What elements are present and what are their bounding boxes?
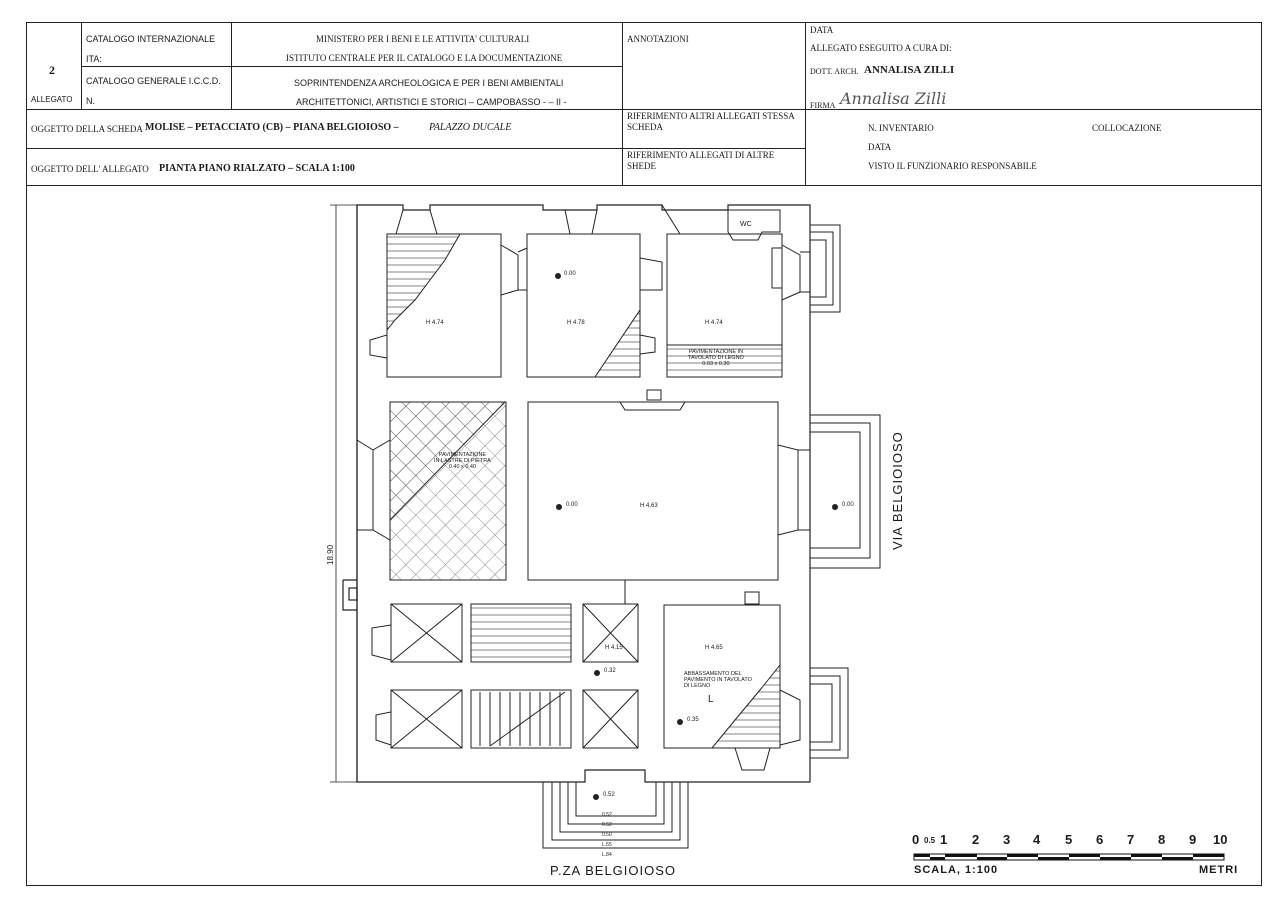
- scale-tick-4: 4: [1033, 832, 1041, 847]
- signature: Annalisa Zilli: [840, 89, 947, 108]
- scale-unit: METRI: [1199, 864, 1239, 876]
- scale-tick-10: 10: [1213, 832, 1228, 847]
- dott-arch: DOTT. ARCH.: [810, 67, 859, 76]
- step-4: L.55: [602, 842, 612, 848]
- room-6: [371, 579, 639, 749]
- level-032: 0.32: [604, 668, 616, 674]
- rif-allegati-cell: RIFERIMENTO ALLEGATI DI ALTRE SHEDE: [622, 148, 806, 186]
- room-height-6: H 4.65: [705, 645, 723, 651]
- level-0-room2: 0.00: [564, 271, 576, 277]
- room-height-4: H 4.63: [640, 503, 658, 509]
- scale-tick-8: 8: [1158, 832, 1166, 847]
- annotazioni-label: ANNOTAZIONI: [627, 34, 689, 44]
- level-052: 0.52: [603, 792, 615, 798]
- room-height-1: H 4.74: [426, 320, 444, 326]
- rif-allegati-line-1: RIFERIMENTO ALLEGATI DI ALTRE: [627, 150, 775, 160]
- wc-label: WC: [740, 221, 752, 228]
- level-markers: [555, 273, 838, 800]
- step-2: 0.52: [602, 822, 612, 828]
- step-1: 0.52: [602, 812, 612, 818]
- oggetto-scheda-italic: PALAZZO DUCALE: [429, 122, 512, 133]
- ita-label: ITA:: [86, 54, 102, 64]
- letter-l: L: [708, 694, 714, 705]
- ministero-text: MINISTERO PER I BENI E LE ATTIVITA' CULT…: [316, 34, 530, 44]
- room-1: [369, 209, 519, 378]
- cat-int-label: CATALOGO INTERNAZIONALE: [86, 34, 216, 44]
- overall-dimension: 18.90: [326, 544, 335, 565]
- oggetto-scheda-label: OGGETTO DELLA SCHEDA: [31, 124, 143, 134]
- dimension-line: [330, 204, 357, 783]
- scale-label: SCALA, 1:100: [914, 864, 999, 876]
- scale-tick-1: 1: [940, 832, 948, 847]
- outer-walls: [342, 204, 811, 783]
- oggetto-allegato-value: PIANTA PIANO RIALZATO – SCALA 1:100: [159, 163, 355, 174]
- rif-altri-line-1: RIFERIMENTO ALTRI ALLEGATI STESSA: [627, 111, 795, 121]
- note-abb-line-1: ABBASSAMENTO DEL: [684, 671, 742, 677]
- note-pietra: PAVIMENTAZIONE IN LASTRE DI PIETRA 0.40 …: [434, 452, 491, 470]
- entrance-steps: [542, 782, 689, 849]
- note-pietra-line-1: PAVIMENTAZIONE: [438, 452, 487, 458]
- n-label: N.: [86, 96, 95, 106]
- scale-tick-05: 0.5: [924, 836, 936, 845]
- scale-tick-9: 9: [1189, 832, 1197, 847]
- step-5: L.84: [602, 852, 612, 858]
- square-label: P.ZA BELGIOIOSO: [550, 863, 677, 878]
- room-height-2: H 4.78: [567, 320, 585, 326]
- soprintendenza-line-2: ARCHITETTONICI, ARTISTICI E STORICI – CA…: [296, 97, 567, 107]
- note-legno-line-1: PAVIMENTAZIONE IN: [688, 349, 744, 355]
- room-height-3: H 4.74: [705, 320, 723, 326]
- visto-label: VISTO IL FUNZIONARIO RESPONSABILE: [868, 161, 1037, 171]
- note-abb-line-3: DI LEGNO: [684, 683, 711, 689]
- scale-tick-2: 2: [972, 832, 980, 847]
- room-7: [663, 591, 849, 771]
- author-name: ANNALISA ZILLI: [864, 64, 955, 76]
- data-label-2: DATA: [868, 142, 892, 152]
- allegato-number: 2: [49, 63, 55, 77]
- oggetto-scheda-value: MOLISE – PETACCIATO (CB) – PIANA BELGIOI…: [145, 122, 399, 133]
- step-3: 0.50: [602, 832, 612, 838]
- firma-label: FIRMA: [810, 101, 836, 110]
- note-abbassamento: ABBASSAMENTO DEL PAVIMENTO IN TAVOLATO D…: [684, 671, 752, 689]
- soprintendenza-line-1: SOPRINTENDENZA ARCHEOLOGICA E PER I BENI…: [294, 78, 564, 88]
- street-label: VIA BELGIOIOSO: [890, 431, 905, 550]
- note-legno-line-3: 0.03 x 0.30: [702, 361, 730, 367]
- istituto-text: ISTITUTO CENTRALE PER IL CATALOGO E LA D…: [286, 53, 563, 63]
- inventario-cell: N. INVENTARIO COLLOCAZIONE DATA VISTO IL…: [805, 109, 1262, 186]
- note-pietra-line-3: 0.40 x 0.40: [448, 464, 477, 470]
- scale-tick-3: 3: [1003, 832, 1011, 847]
- allegato-eseguito: ALLEGATO ESEGUITO A CURA DI:: [810, 43, 952, 53]
- allegato-label: ALLEGATO: [31, 95, 73, 104]
- cat-gen-label: CATALOGO GENERALE I.C.C.D.: [86, 76, 221, 86]
- note-pietra-line-2: IN LASTRE DI PIETRA: [434, 458, 491, 464]
- oggetto-allegato-label: OGGETTO DELL' ALLEGATO: [31, 164, 149, 174]
- n-inventario-label: N. INVENTARIO: [868, 123, 934, 133]
- room-2: [517, 209, 663, 378]
- room-height-5: H 4.15: [605, 645, 623, 651]
- level-035: 0.35: [687, 717, 699, 723]
- scale-tick-0: 0: [912, 832, 920, 847]
- scale-bar: 0 0.5 1 2 3 4 5 6 7 8 9 10 SCALA, 1:100 …: [912, 832, 1237, 878]
- rif-allegati-line-2: SHEDE: [627, 161, 656, 171]
- collocazione-label: COLLOCAZIONE: [1092, 123, 1162, 133]
- scale-tick-6: 6: [1096, 832, 1104, 847]
- scale-tick-5: 5: [1065, 832, 1073, 847]
- note-legno: PAVIMENTAZIONE IN TAVOLATO DI LEGNO 0.03…: [688, 349, 744, 367]
- note-abb-line-2: PAVIMENTO IN TAVOLATO: [684, 677, 752, 683]
- scale-bar-graphic: [913, 853, 1225, 861]
- room-5: [527, 389, 881, 581]
- note-legno-line-2: TAVOLATO DI LEGNO: [688, 355, 744, 361]
- scale-tick-7: 7: [1127, 832, 1135, 847]
- level-0-hall: 0.00: [566, 502, 578, 508]
- data-label: DATA: [810, 25, 834, 35]
- level-0-street: 0.00: [842, 502, 854, 508]
- title-block: 2 ALLEGATO CATALOGO INTERNAZIONALE ITA: …: [26, 22, 1262, 186]
- room-3: [661, 204, 841, 378]
- rif-altri-line-2: SCHEDA: [627, 122, 664, 132]
- room-4: [356, 401, 507, 581]
